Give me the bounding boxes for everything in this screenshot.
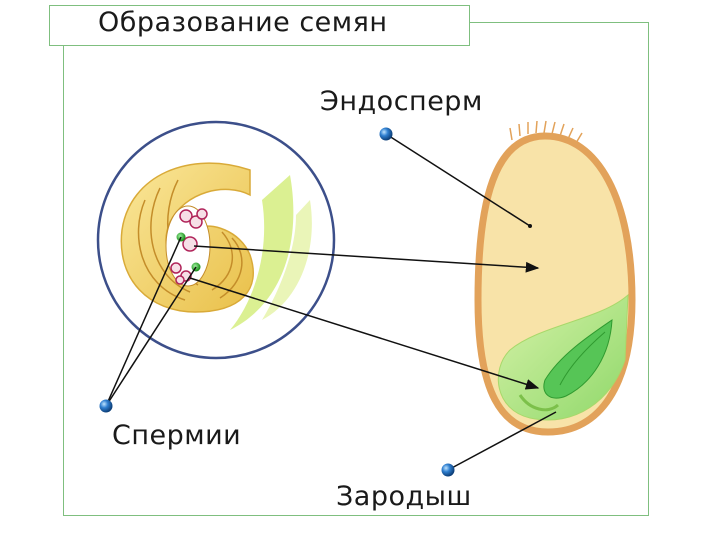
embryo-vein [559,331,606,386]
cell [189,215,203,229]
sperm-pointer-1 [105,236,182,407]
sperm-marker [99,399,113,413]
embryo-pointer [447,411,557,471]
pointer-lines [105,133,557,471]
title-box [49,5,470,46]
central-cell [182,236,198,252]
integument-line [219,237,243,299]
arrow-to-endosperm [193,245,540,273]
cell [170,262,182,274]
embryo-label: Зародыш [328,481,480,512]
endosperm-marker [379,127,393,141]
seed [474,120,636,436]
style-tissue-2 [262,200,312,320]
cell [179,209,193,223]
endosperm-label: Эндосперм [320,86,483,117]
integument-line [150,187,191,293]
endosperm-pointer [385,133,531,227]
ovule-magnified [96,120,336,360]
arrow-to-embryo [189,277,540,390]
integument-line [137,199,186,301]
page-title: Образование семян [98,7,388,38]
sperm-pointer-2 [105,266,197,407]
cell [175,275,185,285]
pointer-dot [528,224,532,228]
sperm-label: Спермии [112,420,242,451]
style-tissue [230,175,294,330]
cell [196,208,208,220]
embryo-marker [441,463,455,477]
integument-line [211,231,234,291]
embryo-radicle [518,394,560,412]
